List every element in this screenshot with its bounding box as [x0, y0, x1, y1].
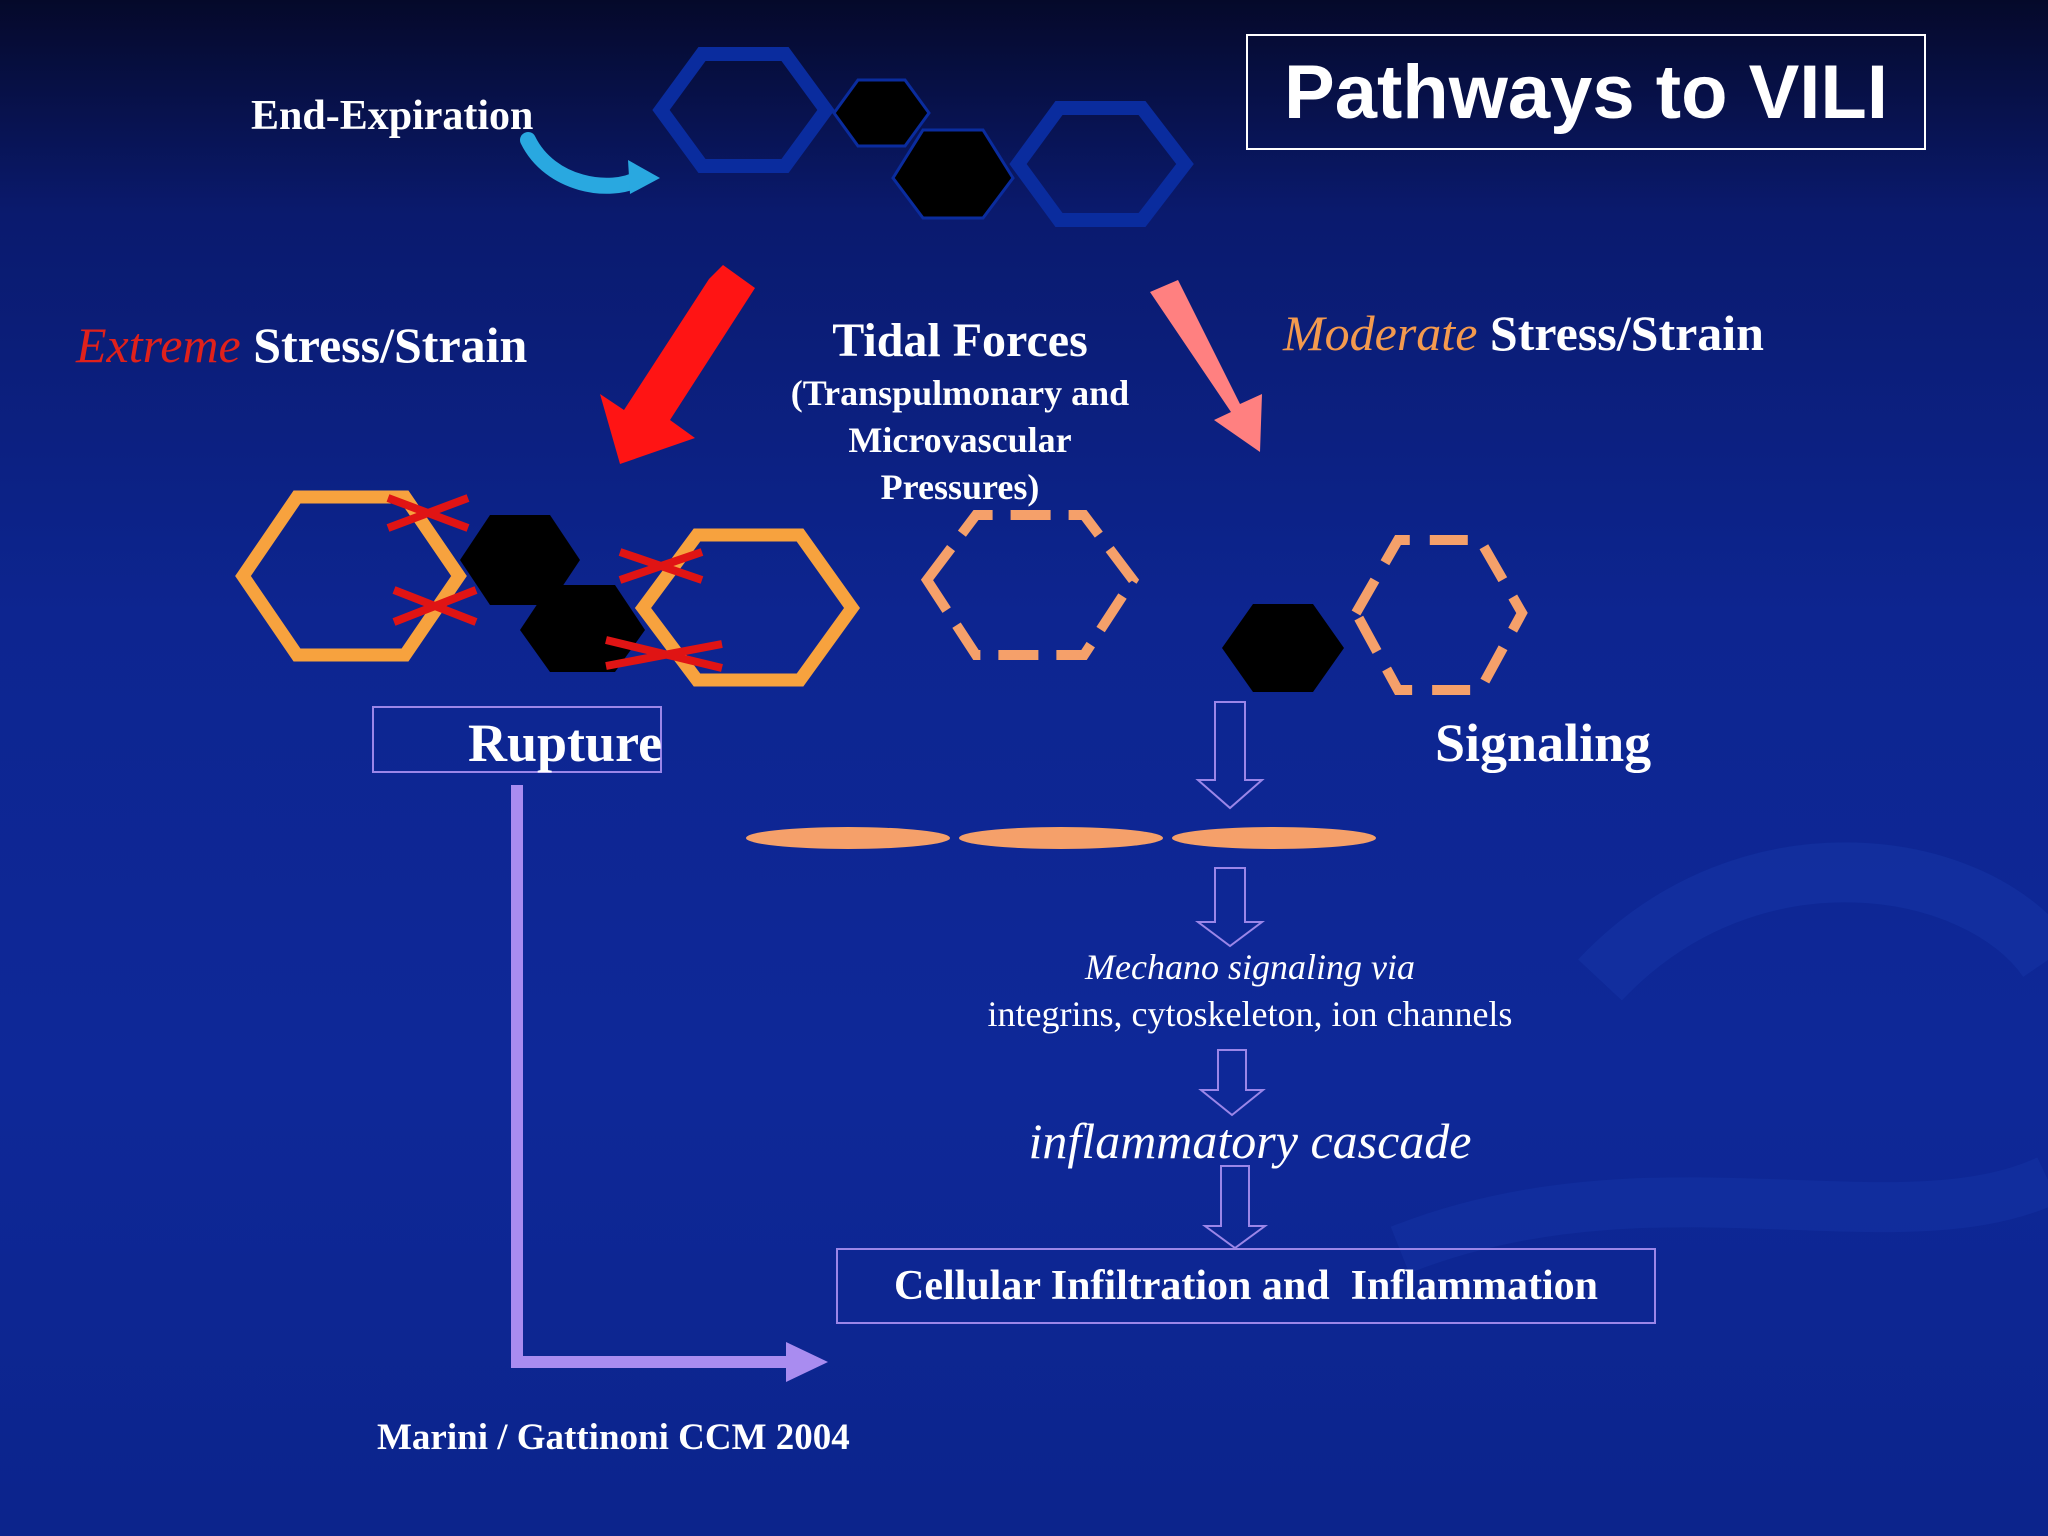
end-expiration-label: End-Expiration — [251, 93, 534, 139]
rupture-box — [372, 706, 662, 773]
alveolus-top-left — [652, 47, 835, 173]
rupture-cross-mark — [605, 636, 723, 672]
extreme-stress-arrow — [600, 265, 755, 464]
down-arrow-icon — [1198, 1049, 1266, 1117]
background-swirl — [1578, 842, 2048, 1001]
signaling-label: Signaling — [1435, 713, 1652, 773]
down-arrow-icon — [1201, 1165, 1269, 1250]
curved-arrow-head — [628, 160, 660, 194]
rupture-cross-mark — [618, 548, 704, 584]
alveolus-ruptured-left — [235, 490, 467, 662]
moderate-stress-label: Moderate Stress/Strain — [1283, 304, 1764, 362]
extreme-stress-label: Extreme Stress/Strain — [76, 316, 527, 374]
extreme-word: Extreme — [76, 317, 241, 373]
rupture-cross-mark — [392, 586, 478, 626]
rupture-cross-mark — [386, 494, 470, 532]
tidal-forces-line: Microvascular — [848, 420, 1072, 460]
mechano-line: Mechano signaling via — [1085, 947, 1415, 987]
down-arrow-icon — [1195, 701, 1265, 810]
citation: Marini / Gattinoni CCM 2004 — [377, 1417, 850, 1458]
moderate-rest: Stress/Strain — [1477, 305, 1764, 361]
mechano-line: integrins, cytoskeleton, ion channels — [987, 994, 1513, 1034]
moderate-stress-arrow — [1150, 280, 1262, 452]
stretched-cell — [746, 827, 950, 849]
slide-title: Pathways to VILI — [1246, 34, 1926, 150]
stretched-cell — [959, 827, 1163, 849]
alveolus-top-right — [1009, 101, 1194, 227]
tidal-forces-line: (Transpulmonary and — [790, 373, 1130, 413]
rupture-path-arrow-head — [786, 1342, 828, 1382]
rupture-path-arrow — [511, 785, 790, 1368]
down-arrow-icon — [1195, 867, 1265, 948]
extreme-rest: Stress/Strain — [240, 317, 528, 373]
tidal-forces-label: Tidal Forces (Transpulmonary and Microva… — [760, 312, 1160, 511]
alveolus-signaling-left — [920, 510, 1140, 660]
curved-arrow-icon — [520, 132, 648, 194]
background-swirl — [1390, 1157, 2048, 1274]
mechano-signaling-label: Mechano signaling via integrins, cytoske… — [900, 944, 1600, 1038]
outcome-box: Cellular Infiltration and Inflammation — [836, 1248, 1656, 1324]
capillary-signaling — [1222, 604, 1344, 692]
tidal-forces-line: Pressures) — [880, 467, 1040, 507]
stretched-cell — [1172, 827, 1376, 849]
rupture-label: Rupture — [468, 713, 663, 773]
capillary-ruptured — [520, 585, 645, 672]
capillary-ruptured — [460, 515, 580, 605]
capillary-top — [832, 78, 931, 148]
alveolus-signaling-right — [1350, 535, 1528, 695]
moderate-word: Moderate — [1283, 305, 1478, 361]
capillary-top — [891, 128, 1015, 220]
inflammatory-cascade-label: inflammatory cascade — [1028, 1113, 1472, 1169]
tidal-forces-title: Tidal Forces — [832, 314, 1088, 367]
alveolus-ruptured-right — [634, 528, 860, 687]
